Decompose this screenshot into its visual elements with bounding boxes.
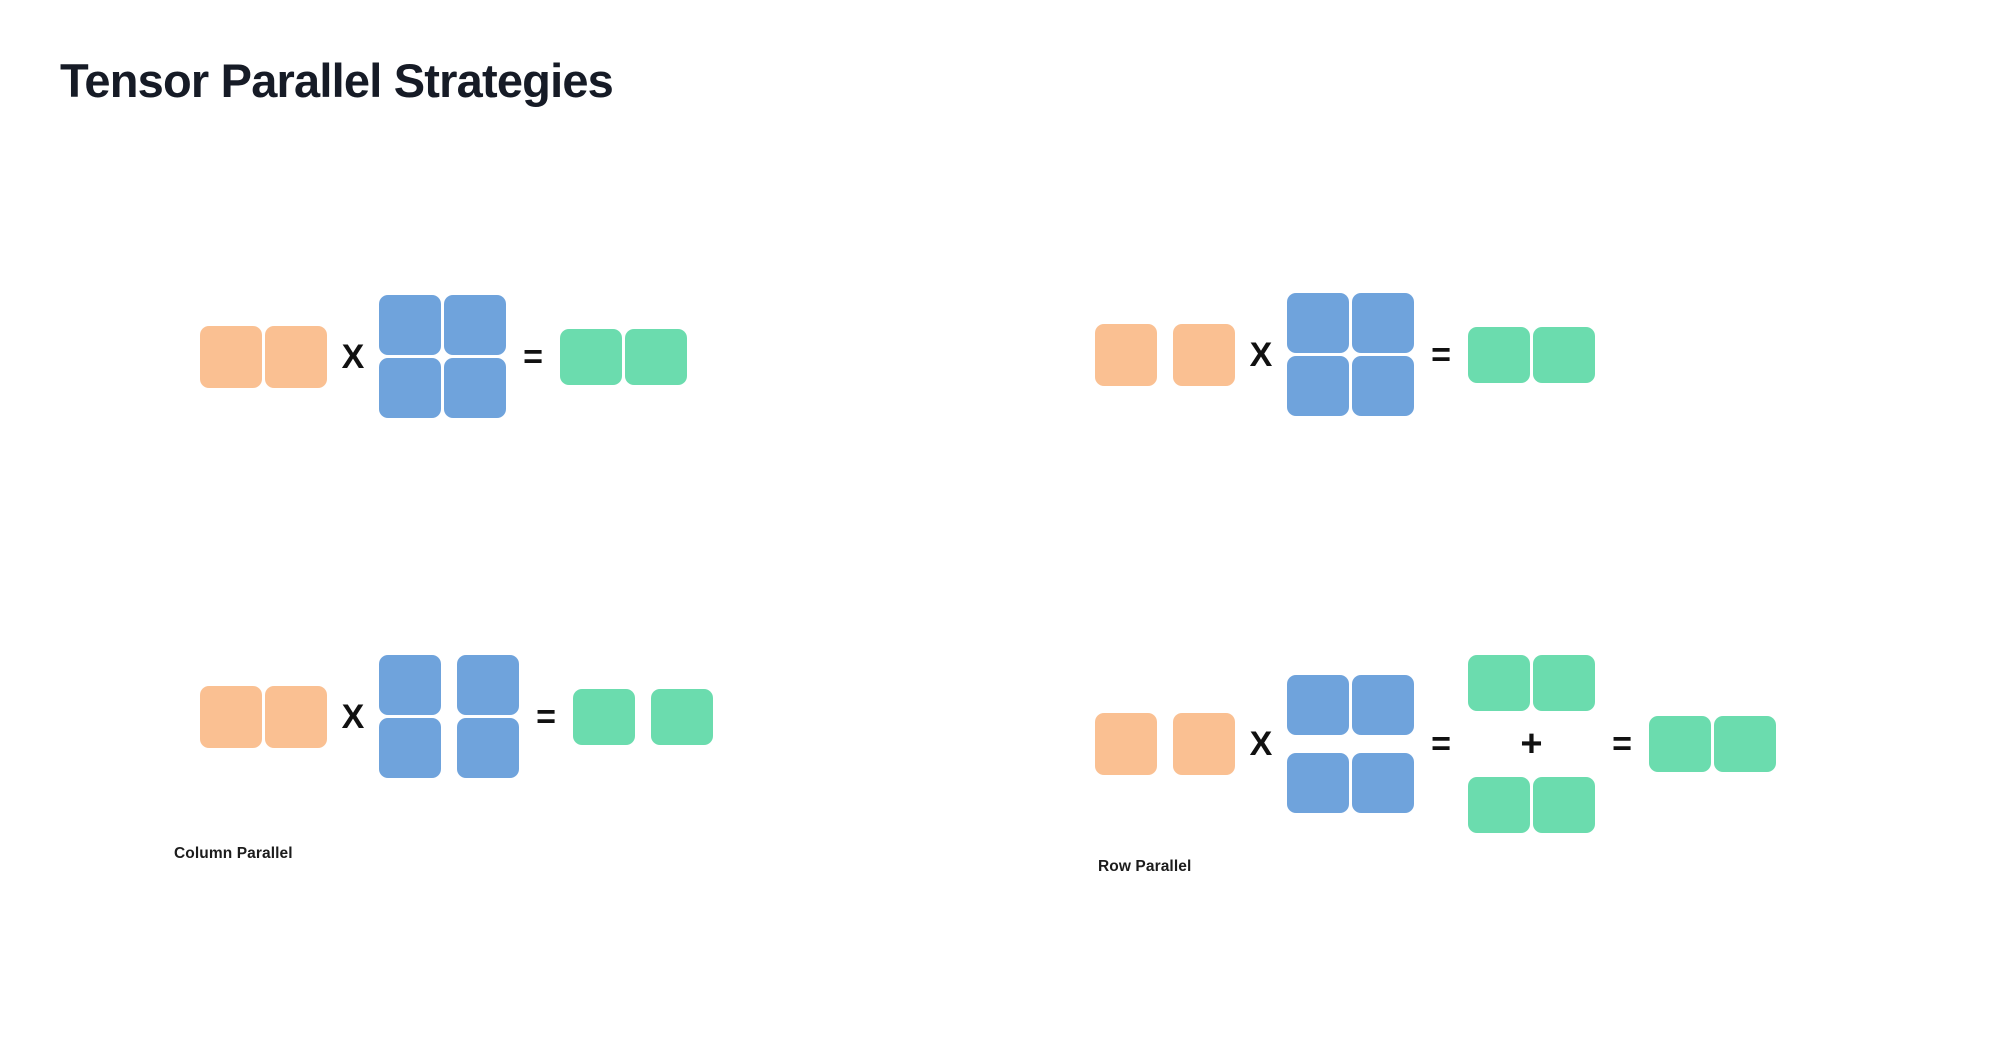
partial-output-matrix-bottom xyxy=(1468,777,1595,833)
matrix-cell xyxy=(573,688,635,745)
matrix-cell xyxy=(625,328,687,385)
matrix-cell xyxy=(1352,293,1414,353)
equals-operator: = xyxy=(1431,335,1451,374)
weight-matrix-blue-row-sharded xyxy=(1287,675,1414,813)
input-matrix-orange xyxy=(200,325,327,388)
partial-output-sum-group: + xyxy=(1468,655,1595,833)
multiply-operator: X xyxy=(341,337,365,376)
matrix-cell xyxy=(1095,323,1157,386)
label-row-parallel: Row Parallel xyxy=(1098,858,1192,875)
output-matrix-green xyxy=(1649,716,1776,772)
matrix-cell xyxy=(200,325,262,388)
matrix-cell xyxy=(457,655,519,715)
matrix-cell xyxy=(1352,356,1414,416)
matrix-cell xyxy=(1173,713,1235,775)
label-column-parallel: Column Parallel xyxy=(174,845,293,862)
diagram-top-left: X = xyxy=(200,295,687,418)
matrix-cell xyxy=(1533,655,1595,711)
matrix-cell xyxy=(1533,326,1595,383)
weight-matrix-blue-column-sharded xyxy=(379,655,519,778)
output-matrix-green xyxy=(560,328,687,385)
matrix-cell xyxy=(444,358,506,418)
matrix-cell xyxy=(1287,675,1349,735)
input-matrix-orange xyxy=(1095,713,1235,775)
matrix-cell xyxy=(444,295,506,355)
matrix-cell xyxy=(651,688,713,745)
equals-operator: = xyxy=(523,337,543,376)
diagram-bottom-right: X = + = xyxy=(1095,655,1776,833)
equals-operator-final: = xyxy=(1612,725,1632,763)
matrix-cell xyxy=(379,295,441,355)
matrix-cell xyxy=(1649,716,1711,772)
matrix-cell xyxy=(1533,777,1595,833)
output-matrix-green xyxy=(1468,326,1595,383)
matrix-cell xyxy=(1352,753,1414,813)
page-title: Tensor Parallel Strategies xyxy=(60,54,614,107)
input-matrix-orange xyxy=(200,685,327,748)
weight-matrix-blue xyxy=(1287,293,1414,416)
matrix-cell xyxy=(1468,655,1530,711)
matrix-cell xyxy=(265,325,327,388)
equals-operator: = xyxy=(1431,725,1451,763)
matrix-cell xyxy=(457,718,519,778)
matrix-cell xyxy=(265,685,327,748)
matrix-cell xyxy=(379,655,441,715)
multiply-operator: X xyxy=(341,697,365,736)
plus-operator: + xyxy=(1520,723,1543,765)
matrix-cell xyxy=(1095,713,1157,775)
matrix-cell xyxy=(200,685,262,748)
equals-operator: = xyxy=(536,697,556,736)
input-matrix-orange xyxy=(1095,323,1235,386)
multiply-operator: X xyxy=(1249,725,1273,763)
diagram-bottom-left: X = xyxy=(200,655,713,778)
matrix-cell xyxy=(379,718,441,778)
matrix-cell xyxy=(1714,716,1776,772)
multiply-operator: X xyxy=(1249,335,1273,374)
matrix-cell xyxy=(1468,777,1530,833)
output-matrix-green-column-sharded xyxy=(573,688,713,745)
matrix-cell xyxy=(1352,675,1414,735)
matrix-cell xyxy=(1287,753,1349,813)
matrix-cell xyxy=(1287,293,1349,353)
diagram-top-right: X = xyxy=(1095,293,1595,416)
matrix-cell xyxy=(1468,326,1530,383)
partial-output-matrix-top xyxy=(1468,655,1595,711)
weight-matrix-blue xyxy=(379,295,506,418)
matrix-cell xyxy=(379,358,441,418)
matrix-cell xyxy=(1287,356,1349,416)
matrix-cell xyxy=(560,328,622,385)
matrix-cell xyxy=(1173,323,1235,386)
